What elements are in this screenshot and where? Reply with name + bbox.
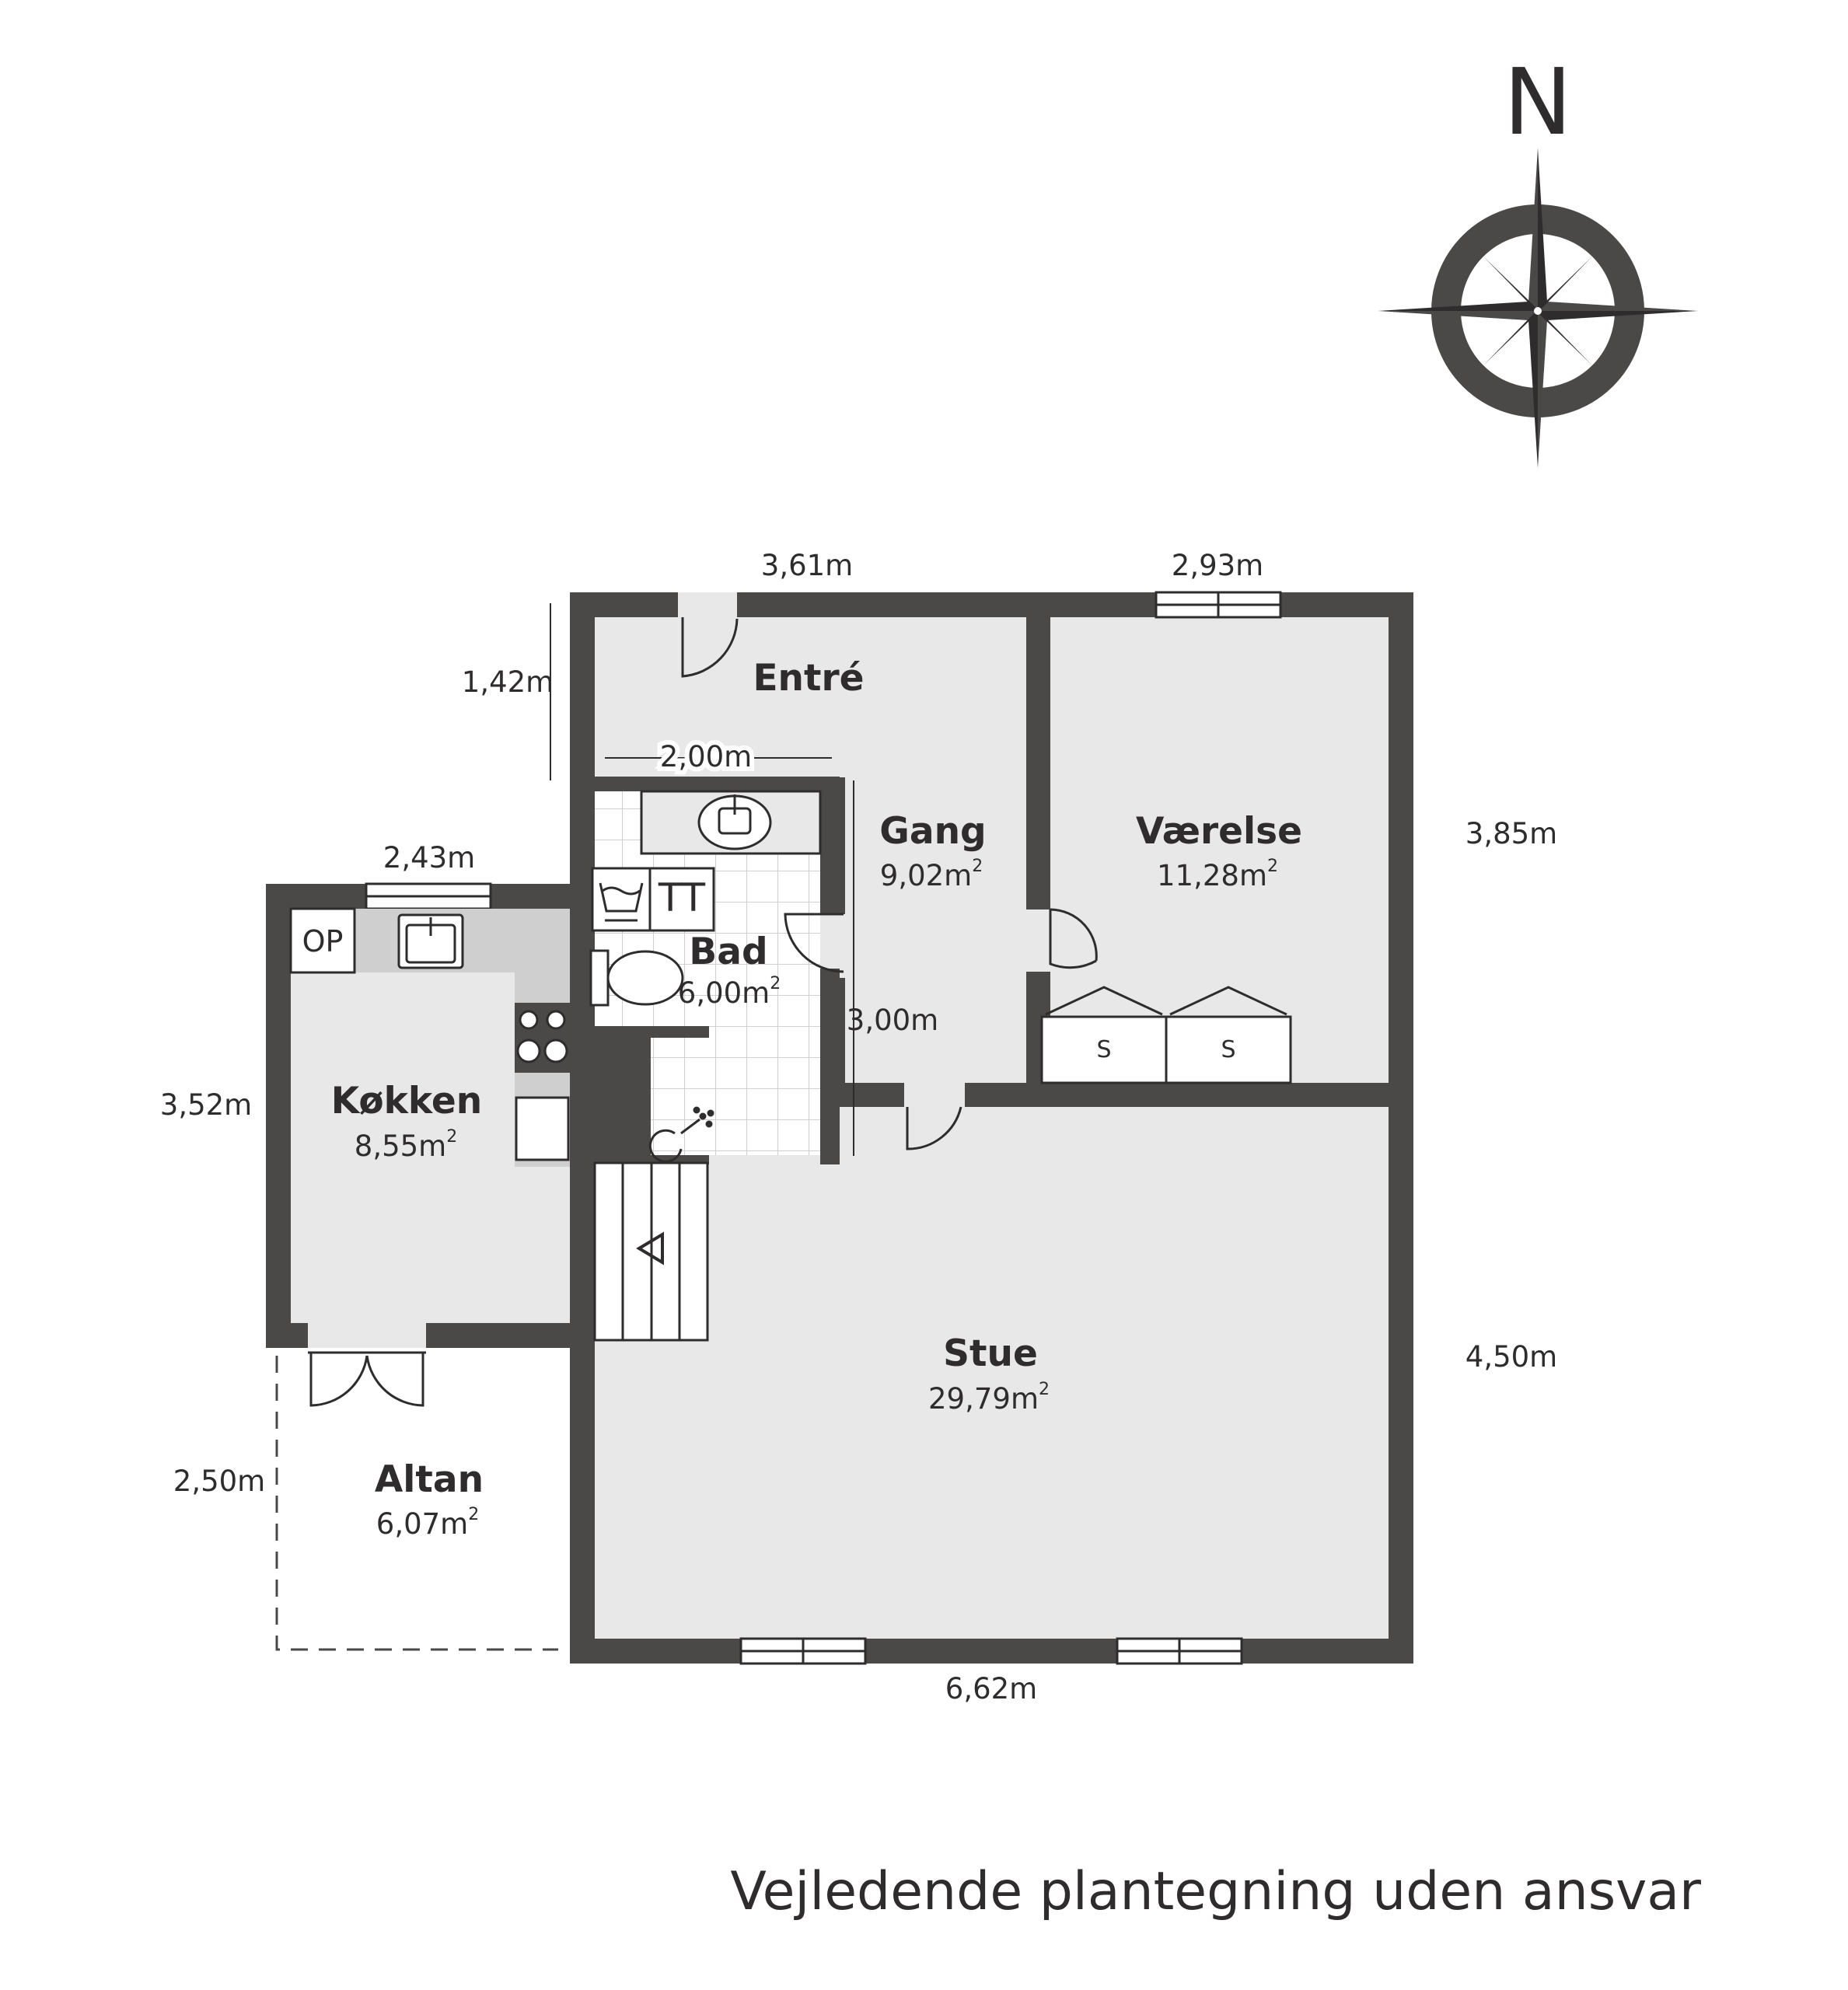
disclaimer-text: Vejledende plantegning uden ansvar (730, 1861, 1701, 1922)
room-area-altan: 6,07m2 (376, 1505, 479, 1541)
room-area-vaerelse: 11,28m2 (1157, 857, 1278, 892)
wardrobe (1040, 986, 1292, 1084)
dimension-kokken-height: 3,52m (160, 1088, 252, 1122)
stove-icon (515, 1003, 570, 1073)
dimension-top-left: 3,61m (761, 549, 853, 582)
room-name-altan: Altan (375, 1458, 484, 1501)
bath-sink-icon (640, 790, 822, 855)
windows (365, 591, 1282, 1665)
wall-openings (308, 592, 1050, 1348)
dryer (648, 867, 715, 932)
room-name-kokken: Køkken (331, 1080, 482, 1122)
room-area-kokken: 8,55m2 (355, 1127, 457, 1163)
dimension-gang-height: 3,00m (847, 1004, 938, 1037)
dimension-entre-height: 1,42m (462, 665, 554, 699)
room-area-gang: 9,02m2 (880, 857, 983, 892)
kitchen-sink-icon (397, 913, 464, 969)
fridge (289, 907, 356, 974)
dimension-right-lower: 4,50m (1465, 1340, 1557, 1374)
floors (291, 617, 1389, 1639)
wardrobe-label: S (1096, 1036, 1111, 1063)
room-name-stue: Stue (943, 1332, 1038, 1375)
compass-north-label: N (1504, 48, 1572, 155)
doors (308, 617, 1098, 1407)
dimension-altan-height: 2,50m (173, 1465, 265, 1498)
dryer-label: TT (658, 875, 706, 920)
shower-icon (648, 1106, 714, 1163)
dimension-lines (550, 603, 854, 1156)
dimension-kokken-width: 2,43m (383, 841, 475, 875)
fridge-label: OP (302, 924, 344, 958)
dimension-top-right: 2,93m (1172, 549, 1263, 582)
room-name-gang: Gang (879, 810, 986, 853)
dimension-right-upper: 3,85m (1465, 817, 1557, 850)
room-name-vaerelse: Værelse (1136, 810, 1302, 853)
room-name-entre: Entré (753, 657, 864, 700)
washer-icon (591, 867, 652, 932)
room-area-stue: 29,79m2 (928, 1380, 1050, 1416)
dimension-bad-width: 2,00m (660, 740, 752, 773)
room-name-bad: Bad (689, 930, 767, 973)
room-area-bad: 6,00m2 (678, 974, 781, 1010)
compass-rose-icon (1378, 148, 1698, 468)
staircase (593, 1161, 709, 1342)
oven (515, 1096, 570, 1161)
balcony-outline (275, 1356, 558, 1651)
toilet-icon (589, 949, 684, 1007)
dimension-bottom: 6,62m (945, 1672, 1037, 1705)
wardrobe-label: S (1221, 1036, 1235, 1063)
